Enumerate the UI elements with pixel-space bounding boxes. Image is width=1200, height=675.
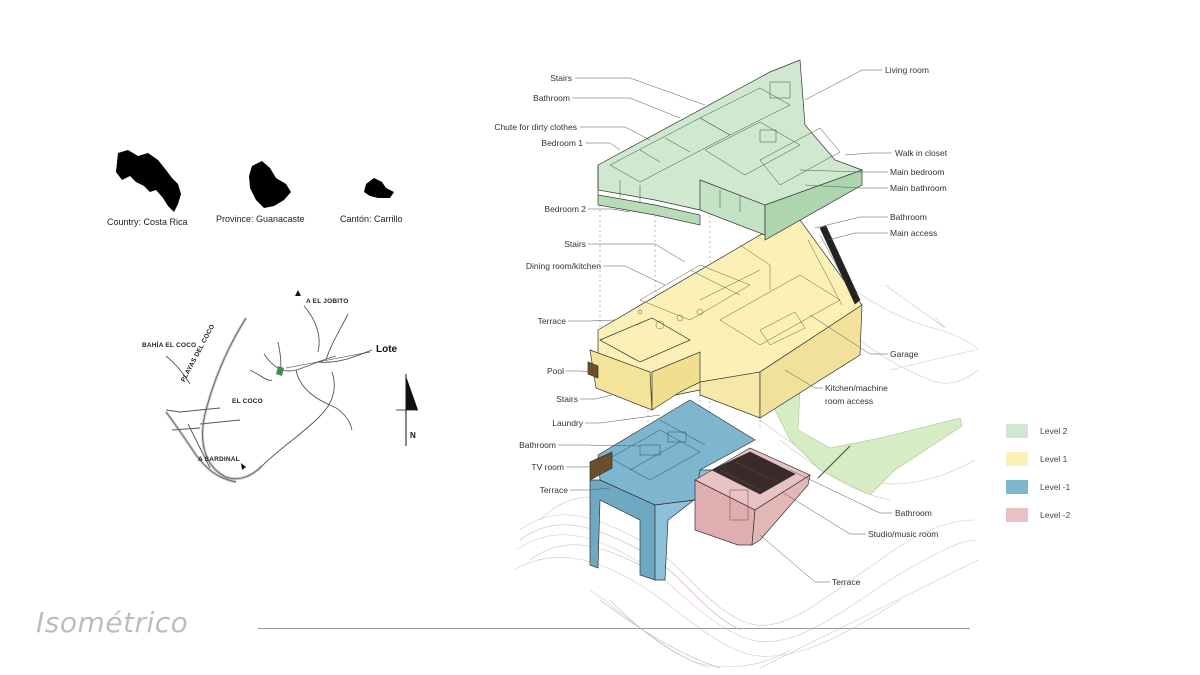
legend-item-level-2: Level 2 — [1006, 424, 1126, 440]
callout-main-access: Main access — [890, 228, 938, 238]
north-label: N — [410, 431, 416, 440]
callout-living-room: Living room — [885, 65, 929, 75]
map-label-a-sardinal: A SARDINAL — [198, 456, 240, 463]
callout-bedroom-2: Bedroom 2 — [544, 204, 586, 214]
lote-label: Lote — [376, 344, 398, 355]
legend-swatch-level-minus-1 — [1006, 480, 1028, 494]
divider-line — [258, 628, 970, 629]
callout-stairs-l1: Stairs — [564, 239, 586, 249]
legend-label-level-minus-1: Level -1 — [1040, 482, 1071, 492]
north-arrow — [396, 374, 418, 446]
callout-walk-in-closet: Walk in closet — [895, 148, 948, 158]
callout-stairs-l2: Stairs — [550, 73, 572, 83]
legend-swatch-level-1 — [1006, 452, 1028, 466]
callout-garage: Garage — [890, 349, 919, 359]
lote-marker — [276, 366, 284, 376]
callout-terrace-l1: Terrace — [537, 316, 566, 326]
callout-stairs-l-1: Stairs — [556, 394, 578, 404]
callout-bathroom-l-2: Bathroom — [895, 508, 932, 518]
level2-block — [597, 59, 863, 241]
terrain-green-patch — [769, 389, 963, 496]
legend-item-level-minus-2: Level -2 — [1006, 508, 1126, 524]
callout-room-access: room access — [825, 396, 874, 406]
callout-kitchen-machine: Kitchen/machine — [825, 383, 888, 393]
legend-item-level-1: Level 1 — [1006, 452, 1126, 468]
callout-chute: Chute for dirty clothes — [494, 122, 577, 132]
callout-bathroom-l2: Bathroom — [533, 93, 570, 103]
callout-main-bedroom: Main bedroom — [890, 167, 945, 177]
callout-bathroom-l-1: Bathroom — [519, 440, 556, 450]
guanacaste-silhouette — [249, 161, 291, 208]
legend-label-level-2: Level 2 — [1040, 426, 1068, 436]
callout-terrace-l-1: Terrace — [539, 485, 568, 495]
level1-block — [587, 219, 863, 419]
carrillo-silhouette — [364, 178, 394, 198]
canton-label: Cantón: Carrillo — [340, 214, 403, 224]
callout-bedroom-1: Bedroom 1 — [541, 138, 583, 148]
legend-item-level-minus-1: Level -1 — [1006, 480, 1126, 496]
callout-tv-room: TV room — [531, 462, 564, 472]
map-label-el-coco: EL COCO — [232, 398, 263, 405]
callout-pool: Pool — [546, 366, 564, 376]
legend-label-level-minus-2: Level -2 — [1040, 510, 1071, 520]
map-label-el-jobito: A EL JOBITO — [306, 298, 349, 305]
legend-label-level-1: Level 1 — [1040, 454, 1068, 464]
callout-main-bathroom: Main bathroom — [890, 183, 947, 193]
legend-swatch-level-2 — [1006, 424, 1028, 438]
callout-terrace-l-2: Terrace — [832, 577, 861, 587]
country-label: Country: Costa Rica — [107, 217, 188, 227]
legend-swatch-level-minus-2 — [1006, 508, 1028, 522]
costa-rica-silhouette — [116, 150, 181, 212]
callout-bathroom-l1: Bathroom — [890, 212, 927, 222]
province-label: Province: Guanacaste — [216, 214, 305, 224]
map-label-bahia-el-coco: BAHÍA EL COCO — [142, 342, 197, 349]
page-title: Isométrico — [36, 606, 189, 639]
callout-dining-kitchen: Dining room/kitchen — [525, 261, 601, 271]
callout-laundry: Laundry — [552, 418, 583, 428]
callout-studio-music: Studio/music room — [868, 529, 939, 539]
level-minus2-block — [694, 447, 811, 546]
